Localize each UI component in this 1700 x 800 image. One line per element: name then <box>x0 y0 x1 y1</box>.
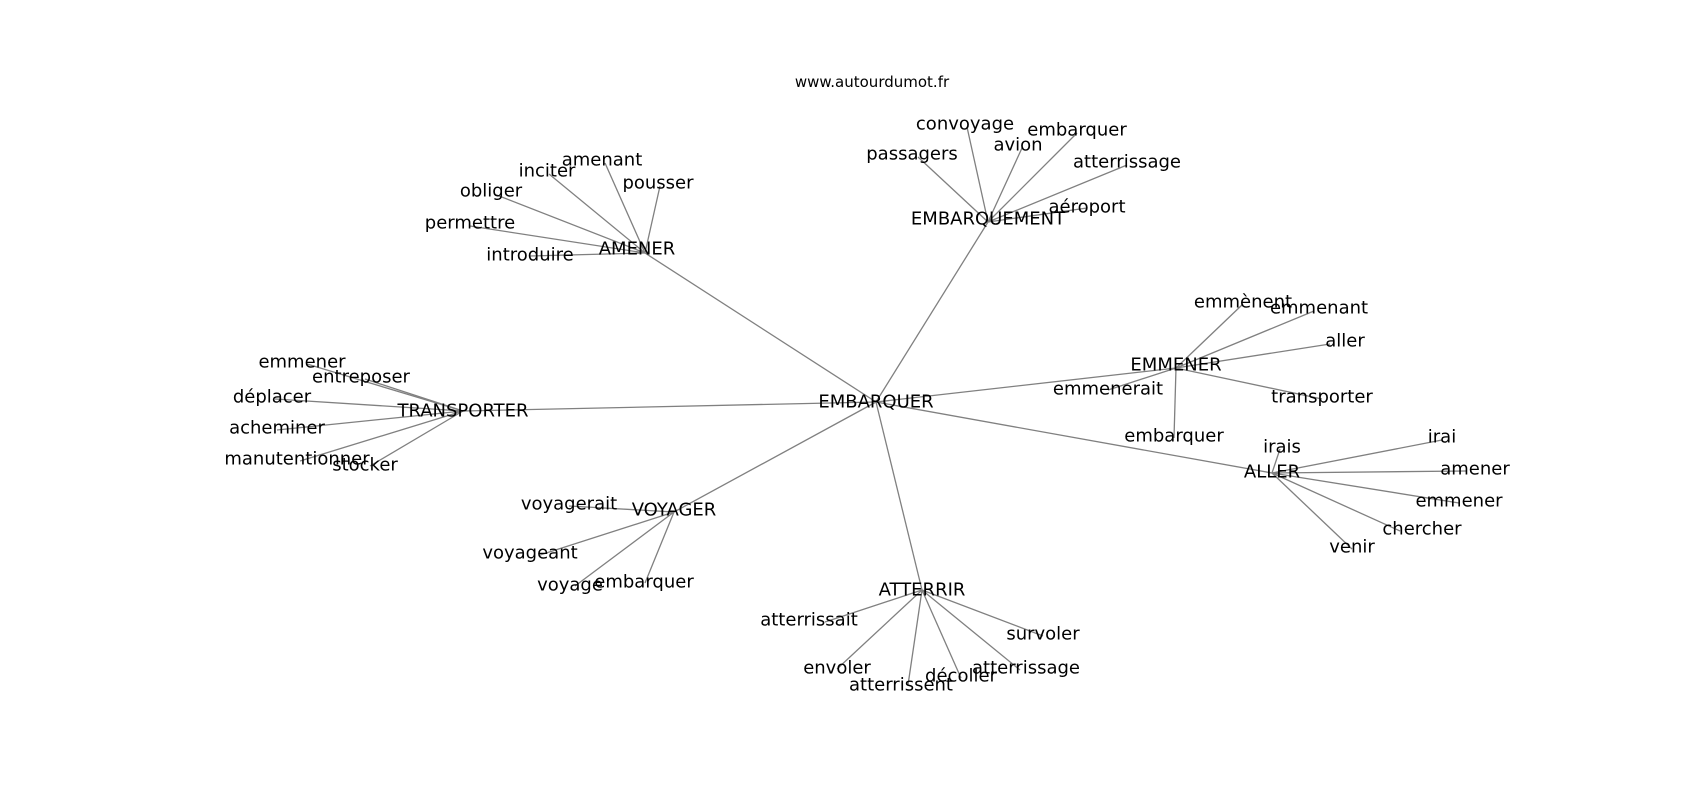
leaf-node-label: survoler <box>1006 624 1080 645</box>
edge-voyager-leaf <box>574 511 675 587</box>
edge-root-transporter <box>462 401 877 412</box>
edge-root-atterrir <box>875 401 923 591</box>
edge-transporter-leaf <box>364 378 464 412</box>
leaf-node-label: emmener <box>258 352 346 373</box>
edge-emmener-leaf <box>1175 310 1315 369</box>
leaf-node-label: permettre <box>425 213 515 234</box>
leaf-node-label: passagers <box>866 144 958 165</box>
edge-atterrir-leaf <box>824 589 923 623</box>
leaf-node-label: manutentionner <box>224 449 370 470</box>
edge-embarquement-leaf <box>966 126 989 223</box>
leaf-node-label: atterrissage <box>972 658 1080 679</box>
leaf-node-label: voyagerait <box>521 494 617 515</box>
leaf-node-label: entreposer <box>312 367 411 388</box>
edge-embarquement-leaf <box>987 164 1128 223</box>
labels-layer: www.autourdumot.fr EMBARQUER AMENER amena… <box>224 73 1510 696</box>
leaf-node-label: envoler <box>803 658 871 679</box>
hub-node-label: EMMENER <box>1130 355 1221 376</box>
hub-node-label: EMBARQUEMENT <box>911 209 1066 230</box>
leaf-node-label: atterrissait <box>760 610 858 631</box>
leaf-node-label: acheminer <box>229 418 325 439</box>
edge-transporter-leaf <box>274 398 464 412</box>
edge-root-embarquement <box>875 221 989 403</box>
leaf-node-label: irai <box>1428 427 1456 448</box>
edge-voyager-leaf <box>568 505 675 513</box>
edge-amener-leaf <box>644 185 661 254</box>
edge-amener-leaf <box>604 162 646 254</box>
edge-emmener-leaf <box>1175 303 1244 369</box>
edge-emmener-leaf <box>1175 367 1323 400</box>
leaf-node-label: avion <box>993 135 1042 156</box>
edge-aller-leaf <box>1271 472 1401 532</box>
edge-atterrir-leaf <box>921 589 962 679</box>
edge-amener-leaf <box>493 193 646 254</box>
edge-root-aller <box>875 401 1273 474</box>
leaf-node-label: chercher <box>1382 519 1462 540</box>
site-url-label: www.autourdumot.fr <box>795 73 950 91</box>
leaf-node-label: déplacer <box>233 387 312 408</box>
leaf-node-label: emmenant <box>1270 298 1368 319</box>
leaf-node-label: embarquer <box>1124 426 1224 447</box>
edges-layer <box>274 126 1467 686</box>
edge-root-emmener <box>875 367 1177 403</box>
edge-aller-leaf <box>1271 472 1353 550</box>
root-node-label: EMBARQUER <box>818 392 933 413</box>
edge-atterrir-leaf <box>921 589 1021 671</box>
leaf-node-label: obliger <box>460 181 523 202</box>
leaf-node-label: irais <box>1263 437 1301 458</box>
edge-emmener-leaf <box>1173 367 1177 439</box>
leaf-node-label: introduire <box>486 245 573 266</box>
leaf-node-label: amenant <box>562 150 643 171</box>
edge-voyager-leaf <box>539 511 675 556</box>
leaf-node-label: inciter <box>519 161 576 182</box>
leaf-node-label: emmener <box>1415 491 1503 512</box>
leaf-node-label: embarquer <box>594 572 694 593</box>
leaf-node-label: amener <box>1440 459 1510 480</box>
leaf-node-label: atterrissage <box>1073 152 1181 173</box>
edge-embarquement-leaf <box>917 156 989 223</box>
edge-amener-leaf <box>529 252 646 257</box>
leaf-node-label: aller <box>1325 331 1365 352</box>
hub-node-label: ATTERRIR <box>879 580 966 601</box>
hub-node-label: AMENER <box>599 239 676 260</box>
leaf-node-label: convoyage <box>916 114 1014 135</box>
edge-aller-leaf <box>1271 472 1460 504</box>
leaf-node-label: transporter <box>1271 387 1373 408</box>
edge-atterrir-leaf <box>907 589 923 686</box>
edge-atterrir-leaf <box>921 589 1044 637</box>
edge-aller-leaf <box>1271 448 1281 474</box>
leaf-node-label: atterrissent <box>849 675 953 696</box>
edge-aller-leaf <box>1271 470 1467 474</box>
leaf-node-label: décoller <box>925 666 997 687</box>
leaf-node-label: emmenerait <box>1053 379 1163 400</box>
leaf-node-label: stocker <box>332 455 398 476</box>
hub-node-label: VOYAGER <box>632 500 717 521</box>
edge-embarquement-leaf <box>987 207 1088 223</box>
hub-node-label: TRANSPORTER <box>396 401 528 422</box>
leaf-node-label: voyageant <box>482 543 577 564</box>
edge-aller-leaf <box>1271 439 1443 474</box>
leaf-node-label: aéroport <box>1048 197 1125 218</box>
edge-emmener-leaf <box>1107 367 1177 391</box>
edge-emmener-leaf <box>1175 343 1331 369</box>
edge-amener-leaf <box>548 173 646 254</box>
edge-amener-leaf <box>469 225 646 254</box>
leaf-node-label: pousser <box>622 173 694 194</box>
leaf-node-label: embarquer <box>1027 120 1127 141</box>
hub-node-label: ALLER <box>1244 462 1300 483</box>
edge-atterrir-leaf <box>836 589 923 670</box>
edge-embarquement-leaf <box>987 147 1023 223</box>
edge-transporter-leaf <box>276 410 464 431</box>
edge-transporter-leaf <box>299 410 464 462</box>
edge-voyager-leaf <box>644 511 675 584</box>
edge-root-voyager <box>673 401 877 513</box>
edge-embarquement-leaf <box>987 132 1078 223</box>
leaf-node-label: emmènent <box>1194 292 1292 313</box>
edge-transporter-leaf <box>369 410 464 467</box>
leaf-node-label: voyage <box>537 575 603 596</box>
edge-root-amener <box>644 252 877 403</box>
leaf-node-label: venir <box>1329 537 1375 558</box>
